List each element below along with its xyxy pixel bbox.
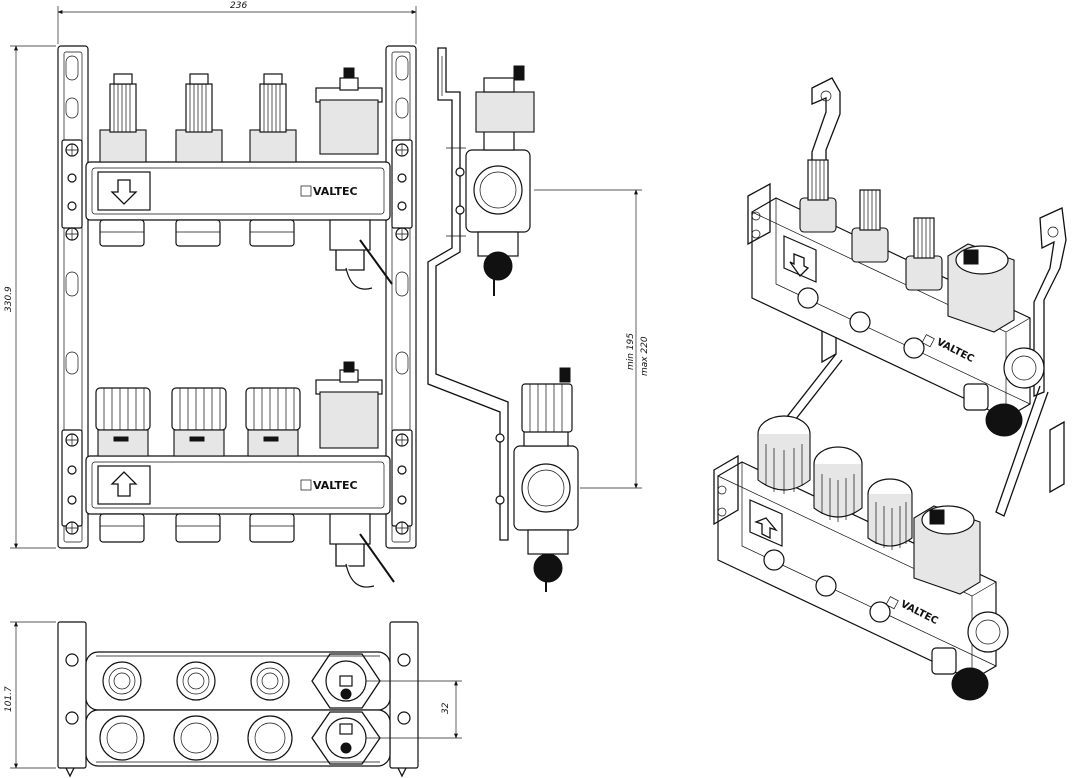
balancing-valve-caps	[95, 387, 301, 457]
upper-outlets	[99, 219, 393, 290]
dimension-width: 236	[57, 1, 417, 44]
air-vent-lower	[315, 361, 383, 449]
lower-outlets	[99, 513, 395, 588]
dimension-center-min-label: min 195	[626, 333, 636, 370]
dimension-depth-label: 101.7	[4, 686, 14, 712]
top-view: 101.7 32	[4, 621, 462, 778]
brand-label-lower: VALTEC	[313, 479, 358, 492]
dimension-center-distance: min 195 max 220	[534, 189, 650, 489]
air-vent-upper	[315, 67, 383, 155]
dimension-height: 330.9	[4, 45, 56, 549]
side-view: min 195 max 220	[427, 47, 650, 592]
dimension-axis-spacing: 32	[366, 680, 462, 739]
thermo-valve-inserts	[99, 73, 297, 163]
dimension-axis-spacing-label: 32	[441, 702, 451, 714]
dimension-width-label: 236	[230, 1, 247, 11]
brand-label-upper: VALTEC	[313, 185, 358, 198]
front-view: VALTEC	[4, 1, 417, 588]
dimension-center-max-label: max 220	[640, 336, 650, 376]
return-manifold-bar: VALTEC	[61, 429, 413, 535]
dimension-height-label: 330.9	[4, 286, 14, 312]
isometric-view: VALTEC VALTEC	[713, 77, 1067, 701]
supply-manifold-bar: VALTEC	[61, 139, 413, 241]
dimension-depth: 101.7	[4, 621, 56, 769]
